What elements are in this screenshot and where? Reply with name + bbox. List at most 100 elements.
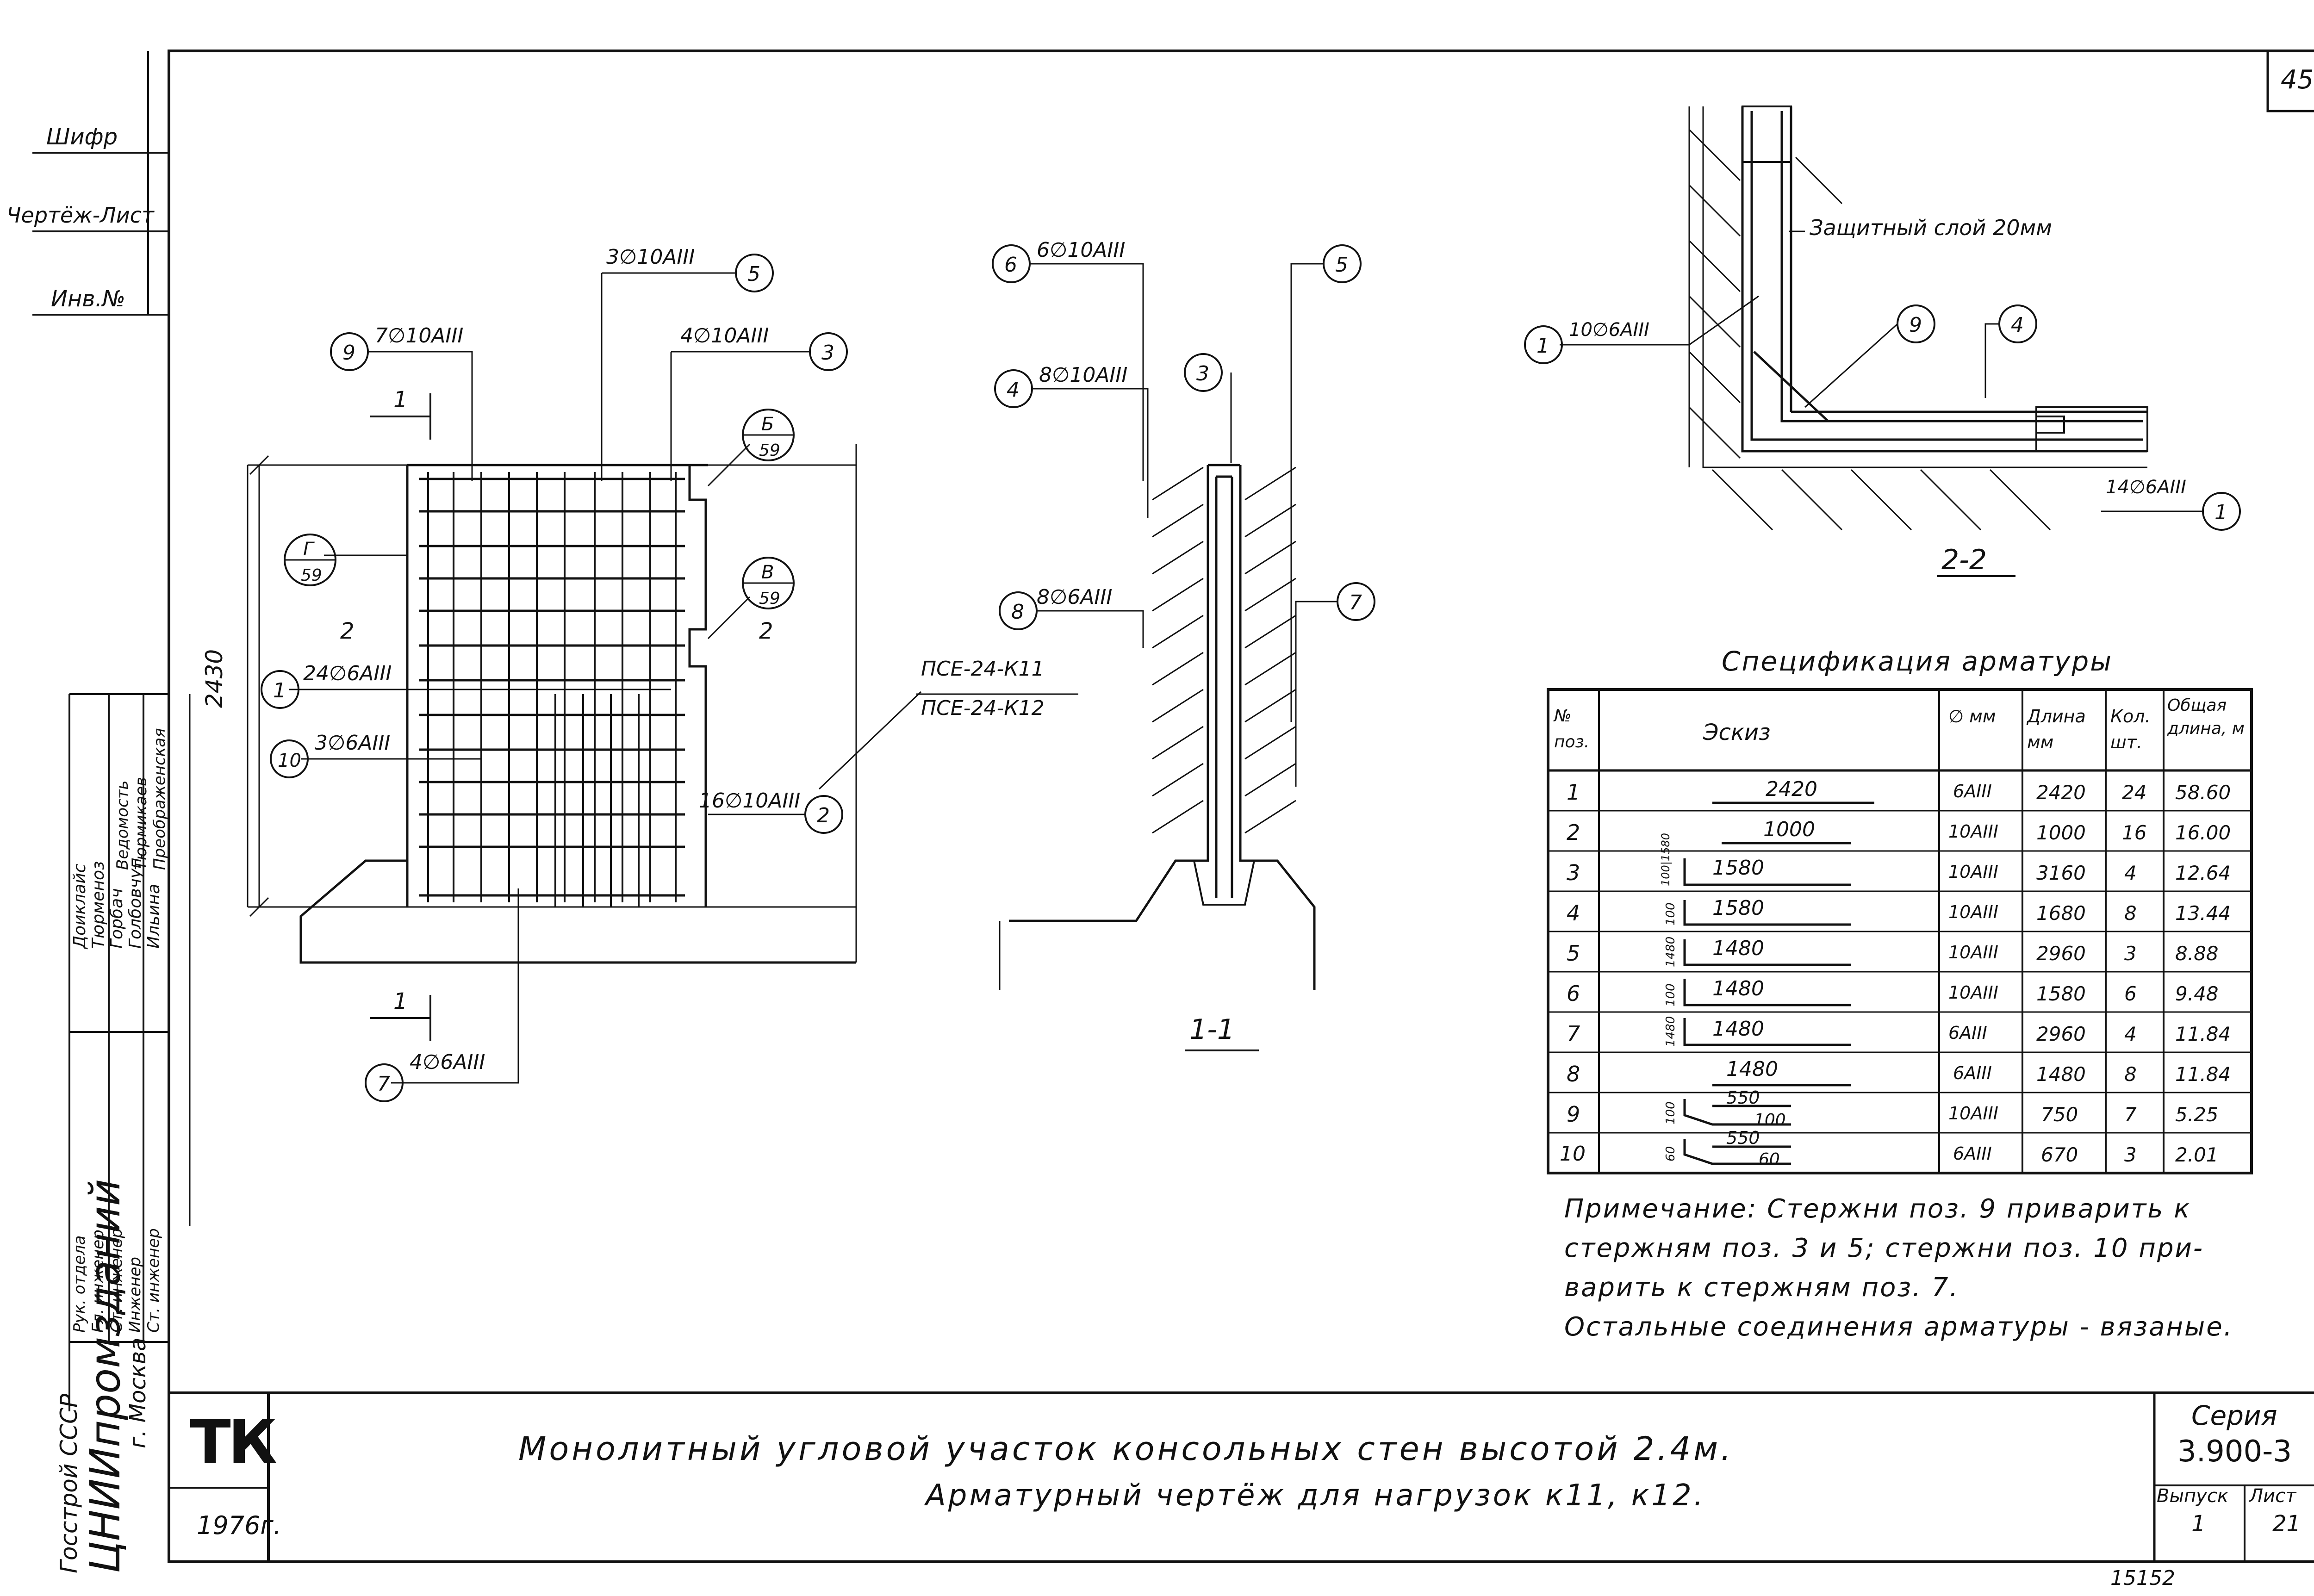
spec-row-6-pos: 6 (1567, 981, 1580, 1006)
spec-row-7-pos: 7 (1567, 1021, 1580, 1046)
spec-title: Спецификация арматуры (1722, 646, 2113, 677)
series-label: Серия (2191, 1400, 2277, 1431)
spec-row-1-total: 58.60 (2175, 781, 2231, 804)
callout-5-text: 3∅10AIII (606, 245, 695, 269)
svg-text:59: 59 (759, 441, 780, 460)
spec-row-8-length: 1480 (2036, 1063, 2086, 1086)
spec-row-3-sketch: 1580 (1712, 856, 1764, 880)
spec-row-7-dia: 6AIII (1948, 1023, 1987, 1043)
svg-text:9: 9 (342, 341, 355, 365)
stamp-field-code: Шифр (46, 124, 118, 150)
spec-row-9-side: 100 (1664, 1101, 1678, 1124)
spec-header-qty: Кол. шт. (2110, 706, 2151, 752)
spec-row-9-sketch: 550 (1726, 1087, 1760, 1108)
spec-row-5-length: 2960 (2036, 942, 2086, 965)
svg-text:Г: Г (303, 539, 315, 560)
spec-row-10-side: 60 (1664, 1146, 1678, 1161)
spec-row-4-pos: 4 (1567, 900, 1580, 925)
spec-row-5-pos: 5 (1567, 941, 1580, 966)
spec-header-total: Общая длина, м (2167, 696, 2245, 738)
note-line-1: Примечание: Стержни поз. 9 приварить к (1564, 1194, 2191, 1224)
svg-text:1: 1 (2214, 501, 2227, 524)
spec-header-sketch: Эскиз (1703, 720, 1771, 745)
spec-row-9-length: 750 (2041, 1103, 2078, 1126)
spec-row-3-total: 12.64 (2175, 862, 2231, 884)
spec-row-4-dia: 10AIII (1948, 902, 1998, 922)
spec-row-10-pos: 10 (1560, 1142, 1586, 1166)
svg-text:59: 59 (759, 589, 780, 608)
svg-text:6: 6 (1004, 253, 1017, 277)
spec-row-10-length: 670 (2041, 1143, 2078, 1166)
spec-row-2-sketch: 1000 (1763, 818, 1815, 841)
callout-2-text: 16∅10AIII (699, 789, 801, 813)
issue-value: 1 (2191, 1511, 2206, 1537)
panel-mark-1: ПСЕ-24-К11 (921, 657, 1045, 681)
spec-row-5-qty: 3 (2124, 942, 2137, 965)
svg-text:9: 9 (1909, 313, 1922, 337)
spec-row-2-pos: 2 (1567, 820, 1580, 845)
archive-number: 15152 (2110, 1566, 2175, 1590)
spec-row-4-length: 1680 (2036, 902, 2086, 925)
note-line-4: Остальные соединения арматуры - вязаные. (1564, 1312, 2233, 1342)
spec-row-7-side: 1480 (1664, 1016, 1678, 1047)
spec-row-8-sketch: 1480 (1726, 1057, 1778, 1081)
spec-row-10-extra: 60 (1759, 1150, 1780, 1169)
logo-tk: ТК (190, 1407, 277, 1477)
svg-text:1: 1 (393, 387, 408, 413)
svg-text:4: 4 (2011, 313, 2024, 337)
section-1-1-callout-4: 8∅10AIII (1039, 363, 1128, 387)
spec-row-8-dia: 6AIII (1953, 1063, 1992, 1083)
spec-row-3-qty: 4 (2124, 862, 2137, 884)
spec-row-2-length: 1000 (2036, 821, 2086, 844)
spec-row-10-qty: 3 (2124, 1143, 2137, 1166)
spec-row-5-side: 1480 (1664, 936, 1678, 967)
spec-row-2-total: 16.00 (2175, 821, 2231, 844)
svg-text:5: 5 (1335, 253, 1348, 277)
sheet-value: 21 (2272, 1511, 2301, 1537)
spec-row-7-qty: 4 (2124, 1023, 2137, 1045)
spec-row-10-total: 2.01 (2175, 1143, 2219, 1166)
spec-row-7-length: 2960 (2036, 1023, 2086, 1045)
spec-row-3-pos: 3 (1567, 860, 1580, 885)
section-1-1-callout-6: 6∅10AIII (1037, 238, 1126, 262)
spec-row-8-pos: 8 (1567, 1062, 1580, 1087)
spec-row-7-total: 11.84 (2175, 1023, 2231, 1045)
spec-row-9-total: 5.25 (2175, 1103, 2219, 1126)
spec-row-1-dia: 6AIII (1953, 781, 1992, 801)
svg-text:10: 10 (278, 750, 301, 771)
svg-text:8: 8 (1011, 600, 1024, 624)
spec-row-8-qty: 8 (2124, 1063, 2137, 1086)
callout-7-text: 4∅6AIII (410, 1050, 485, 1074)
callout-9-text: 7∅10AIII (375, 324, 464, 348)
spec-row-1-qty: 24 (2122, 781, 2147, 804)
callout-3-text: 4∅10AIII (680, 324, 769, 348)
spec-row-1-pos: 1 (1567, 780, 1580, 805)
svg-text:3: 3 (821, 341, 834, 365)
section-1-1-label: 1-1 (1189, 1013, 1235, 1046)
spec-row-6-qty: 6 (2124, 982, 2137, 1005)
spec-row-5-dia: 10AIII (1948, 942, 1998, 963)
title-line-2: Арматурный чертёж для нагрузок к11, к12. (926, 1478, 1706, 1513)
svg-text:2: 2 (759, 618, 773, 644)
svg-text:1: 1 (393, 988, 408, 1014)
spec-header-diameter: ∅ мм (1948, 706, 1996, 727)
spec-header-length: Длина мм (2027, 706, 2086, 752)
svg-text:3: 3 (1196, 362, 1209, 385)
spec-row-1-length: 2420 (2036, 781, 2086, 804)
spec-row-6-side: 100 (1664, 983, 1678, 1006)
svg-text:5: 5 (747, 262, 760, 286)
section-2-2-callout-1: 10∅6AIII (1569, 319, 1649, 341)
section-2-2-label: 2-2 (1941, 544, 1987, 576)
spec-header-pos: № поз. (1554, 707, 1590, 751)
stamp-field-inventory: Инв.№ (51, 286, 125, 312)
svg-text:Б: Б (761, 414, 774, 435)
spec-row-8-total: 11.84 (2175, 1063, 2231, 1086)
note-line-3: варить к стержням поз. 7. (1564, 1273, 1959, 1303)
cover-note: Защитный слой 20мм (1810, 215, 2052, 240)
svg-text:2: 2 (817, 804, 830, 827)
spec-row-2-dia: 10AIII (1948, 821, 1998, 842)
spec-row-6-length: 1580 (2036, 982, 2086, 1005)
